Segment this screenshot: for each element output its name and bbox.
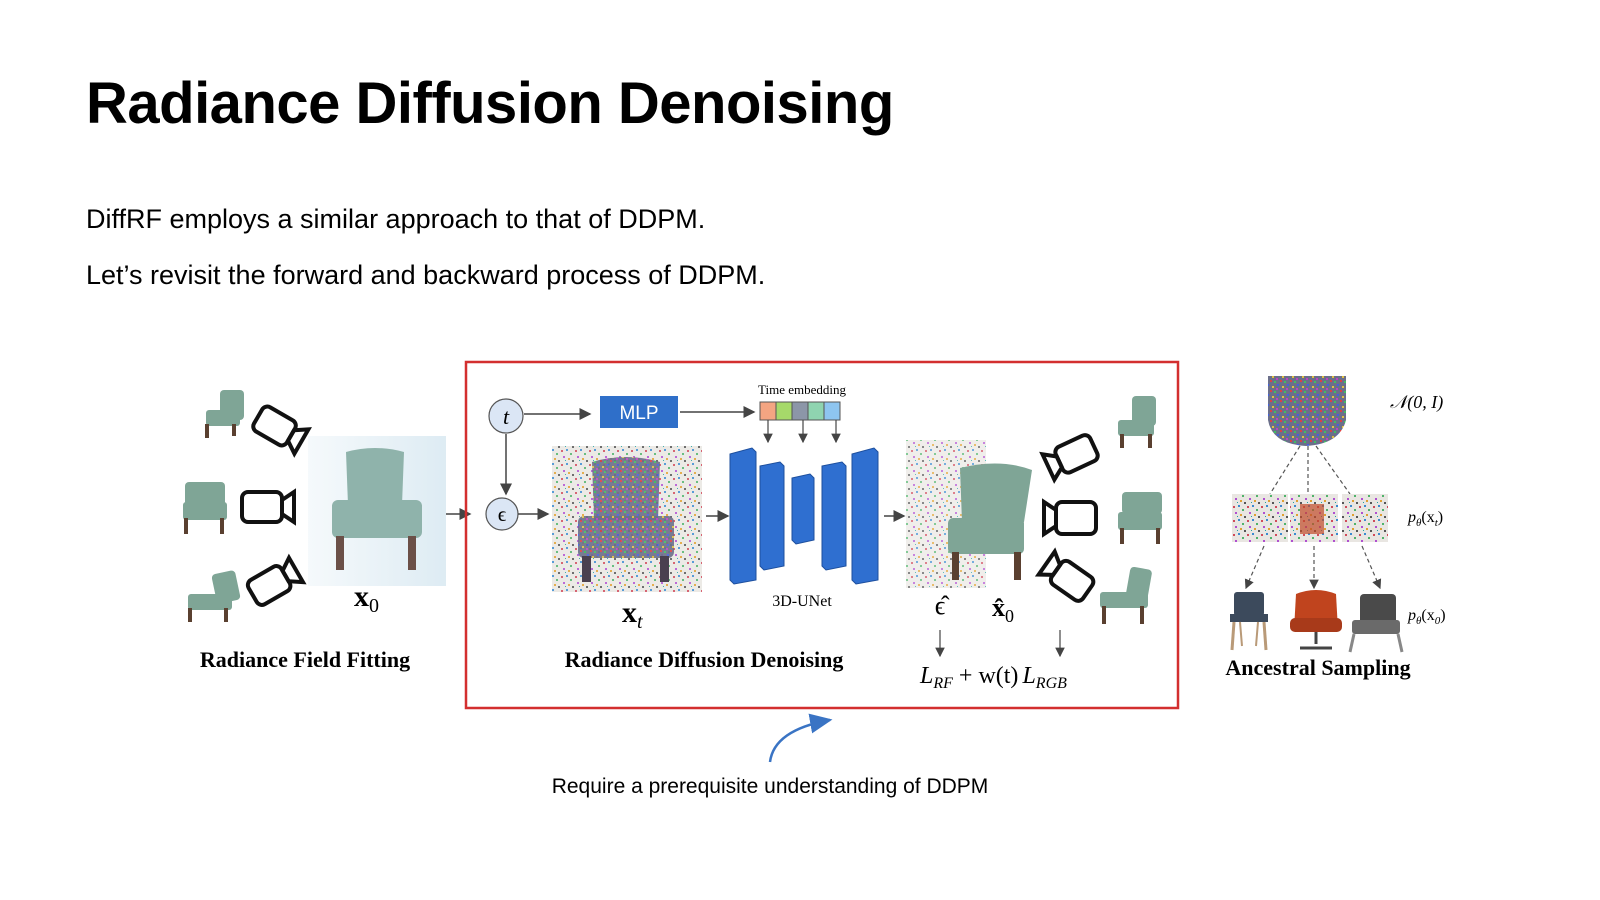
normal-dist-label: 𝒩(0, I) xyxy=(1390,392,1443,413)
mlp-box xyxy=(600,396,678,428)
noisy-chair-xt xyxy=(552,446,702,592)
dash-4 xyxy=(1244,545,1265,590)
time-embedding-label: Time embedding xyxy=(758,382,846,397)
chair-view-5 xyxy=(1118,492,1162,544)
dash-6 xyxy=(1361,545,1382,590)
camera-icon-5 xyxy=(1042,498,1098,538)
t-node xyxy=(488,398,524,434)
unet-label: 3D-UNet xyxy=(772,593,832,610)
noise-cube xyxy=(1268,376,1346,446)
sampling-title: Ancestral Sampling xyxy=(1225,655,1410,680)
embedding-cell xyxy=(775,401,793,421)
partial-sample-1 xyxy=(1232,494,1288,542)
eps-hat-label: ϵ̂ xyxy=(935,591,951,620)
camera-icon-6 xyxy=(1034,547,1096,603)
denoising-section: t MLP Time embedding ϵ xt xyxy=(485,382,1162,692)
time-embedding-vector xyxy=(759,401,841,421)
sample-lounge-chair xyxy=(1348,594,1404,653)
chair-view-1 xyxy=(205,390,244,438)
figure-caption: Require a prerequisite understanding of … xyxy=(551,775,989,798)
camera-icon-4 xyxy=(1039,433,1100,484)
p-x0-label: pθ(x0) xyxy=(1407,607,1446,627)
camera-icon-2 xyxy=(240,488,296,526)
chair-view-3 xyxy=(188,570,241,622)
denoising-title: Radiance Diffusion Denoising xyxy=(565,647,844,672)
bullet-line-2: Let’s revisit the forward and backward p… xyxy=(86,260,766,290)
mlp-label: MLP xyxy=(619,403,658,424)
x0-hat-label: x̂0 xyxy=(992,593,1014,626)
fitting-title: Radiance Field Fitting xyxy=(200,647,410,672)
partial-sample-3 xyxy=(1342,494,1388,542)
pointer-arrow xyxy=(768,713,833,763)
unet-blocks xyxy=(729,447,879,585)
sample-bar-stool xyxy=(1230,592,1268,651)
embedding-cell xyxy=(791,401,809,421)
slide-title: Radiance Diffusion Denoising xyxy=(86,71,894,136)
chair-view-2 xyxy=(183,482,227,534)
sampling-section: 𝒩(0, I) pθ(xt) p xyxy=(1225,376,1446,680)
xt-label: xt xyxy=(622,596,643,633)
bullet-line-1: DiffRF employs a similar approach to tha… xyxy=(86,204,706,234)
dash-1 xyxy=(1269,445,1301,495)
sample-red-armchair xyxy=(1290,590,1342,650)
dash-3 xyxy=(1315,445,1351,495)
highlight-box xyxy=(464,360,1180,710)
radiance-volume xyxy=(308,436,446,586)
x0-label: x0 xyxy=(354,580,379,617)
t-label: t xyxy=(503,404,510,429)
embedding-cell xyxy=(759,401,777,421)
fitting-section: x0 Radiance Field Fitting xyxy=(183,390,472,672)
embedding-cell xyxy=(823,401,841,421)
p-xt-label: pθ(xt) xyxy=(1407,509,1443,529)
chair-view-4 xyxy=(1118,396,1156,448)
denoised-output xyxy=(906,440,1032,588)
camera-icon-1 xyxy=(251,404,312,458)
chair-view-6 xyxy=(1100,566,1152,624)
embedding-cell xyxy=(807,401,825,421)
loss-label: LRF + w(t)LRGB xyxy=(919,663,1067,692)
eps-label: ϵ xyxy=(498,502,507,526)
partial-sample-2-core xyxy=(1300,504,1324,534)
camera-icon-3 xyxy=(245,553,307,607)
